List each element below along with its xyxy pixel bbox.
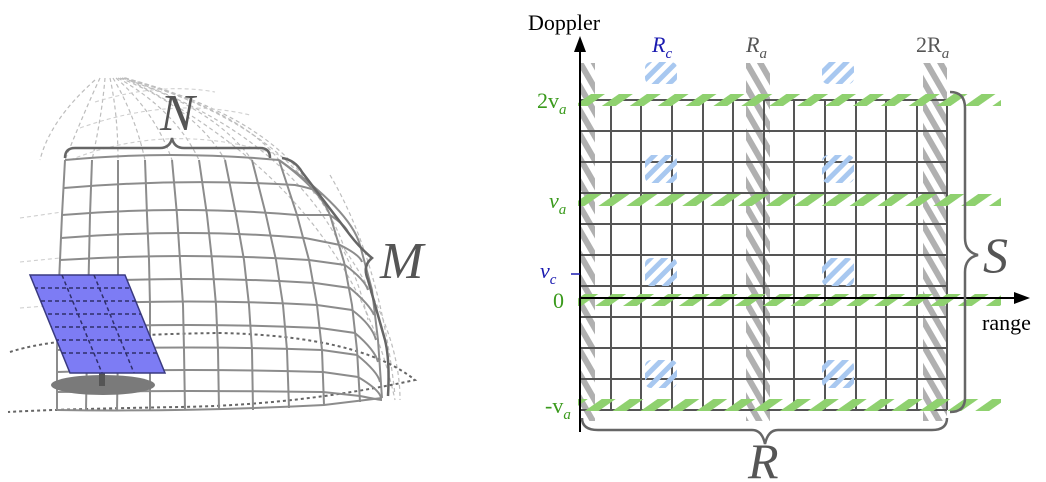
band-Ra	[746, 63, 770, 421]
band-neg-va	[578, 399, 1001, 411]
blob-r3-1	[645, 258, 677, 286]
label-neg-va-main: -v	[545, 393, 563, 418]
blob-top-1	[645, 62, 677, 84]
brace-M	[281, 156, 390, 397]
label-Ra-main: R	[745, 32, 760, 57]
label-neg-va: -va	[545, 393, 571, 423]
antenna-panel	[28, 274, 167, 374]
blob-r4-2	[822, 360, 854, 388]
label-Ra-sub: a	[759, 46, 767, 62]
panel-pole	[99, 368, 105, 386]
blob-r2-1	[645, 155, 677, 183]
label-Rc: Rc	[651, 32, 672, 62]
band-2va	[578, 94, 1001, 106]
label-S: S	[983, 227, 1008, 283]
label-Ra: Ra	[745, 32, 767, 62]
label-neg-va-sub: a	[563, 407, 571, 423]
range-ambiguity-bands	[581, 63, 947, 421]
axes	[579, 48, 1018, 432]
blob-r4-1	[645, 360, 677, 388]
band-va	[578, 194, 1001, 206]
band-0v	[578, 294, 1001, 306]
label-2va-main: 2v	[537, 88, 559, 113]
label-Rc-main: R	[651, 32, 666, 57]
label-M: M	[379, 233, 426, 290]
brace-S	[949, 90, 979, 414]
label-Rc-sub: c	[665, 46, 672, 62]
sphere-diagram: N M	[7, 77, 426, 413]
band-0	[581, 63, 595, 421]
band-2Ra	[923, 63, 947, 421]
doppler-ambiguity-bands	[578, 94, 1001, 411]
label-vc-sub: c	[550, 272, 557, 288]
blob-r3-2	[822, 258, 854, 286]
range-doppler-diagram: Doppler range Rc Ra 2Ra 2va va vc 0 -va …	[528, 10, 1031, 482]
range-doppler-grid	[579, 99, 948, 411]
label-zero: 0	[553, 288, 564, 313]
blob-r2-2	[822, 155, 854, 183]
target-blobs	[645, 62, 854, 388]
brace-N	[63, 137, 272, 159]
label-va-main: v	[549, 188, 559, 213]
label-vc-main: v	[540, 258, 550, 283]
y-axis-arrow	[574, 36, 586, 52]
brace-R	[580, 417, 949, 445]
label-vc: vc	[540, 258, 557, 288]
label-2Ra-main: 2R	[916, 32, 942, 57]
label-va-sub: a	[559, 202, 567, 218]
x-axis-label: range	[982, 310, 1031, 335]
label-2va-sub: a	[559, 102, 567, 118]
x-axis-arrow	[1014, 292, 1030, 304]
label-2va: 2va	[537, 88, 567, 118]
label-N: N	[159, 85, 198, 142]
label-R: R	[747, 433, 779, 482]
label-va: va	[549, 188, 566, 218]
label-2Ra: 2Ra	[916, 32, 949, 62]
blob-top-2	[822, 62, 854, 84]
equator-line	[7, 331, 418, 413]
y-axis-label: Doppler	[528, 10, 601, 35]
label-2Ra-sub: a	[942, 46, 950, 62]
